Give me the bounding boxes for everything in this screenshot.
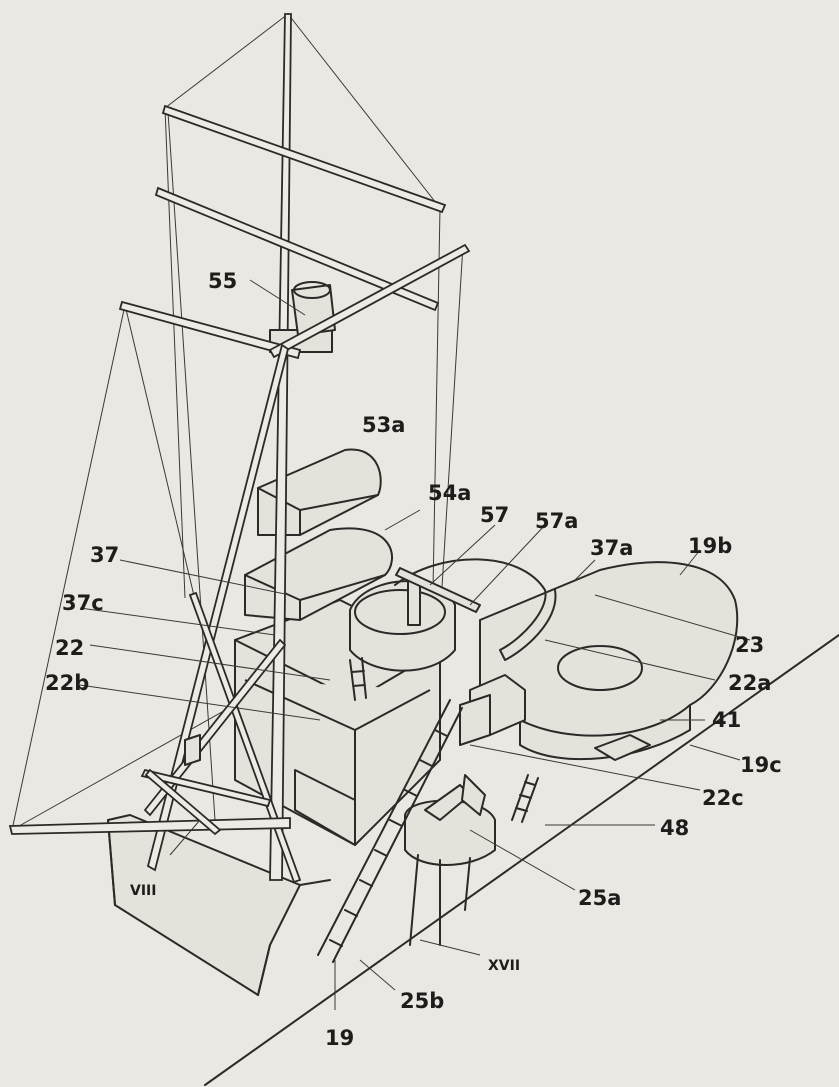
cabin-box-2 <box>459 694 491 746</box>
label-23: 23 <box>735 633 764 657</box>
label-54a: 54a <box>428 481 471 505</box>
ladder-25b <box>317 699 463 963</box>
leader-lines <box>79 279 751 1010</box>
label-19b: 19b <box>688 534 732 558</box>
label-22b: 22b <box>45 671 89 695</box>
label-37c: 37c <box>62 591 104 615</box>
label-22: 22 <box>55 636 84 660</box>
label-48: 48 <box>660 816 689 840</box>
label-VIII: VIII <box>130 883 156 899</box>
ladder-small <box>511 774 539 823</box>
base-block <box>107 814 331 996</box>
label-53a: 53a <box>362 413 405 437</box>
gun-platform <box>404 774 496 946</box>
label-25a: 25a <box>578 886 621 910</box>
outrigger-boom <box>8 768 291 836</box>
label-19c: 19c <box>740 753 782 777</box>
label-25b: 25b <box>400 989 444 1013</box>
label-57a: 57a <box>535 509 578 533</box>
ladder-upper <box>349 657 367 701</box>
platform-53a <box>257 448 382 536</box>
compass-platform <box>349 558 557 672</box>
label-37: 37 <box>90 543 119 567</box>
tripod-legs <box>143 343 302 884</box>
yards <box>118 104 471 360</box>
small-boxes <box>184 734 201 766</box>
label-XVII: XVII <box>488 958 520 974</box>
label-41: 41 <box>712 708 741 732</box>
label-22a: 22a <box>728 671 771 695</box>
wing-deck <box>479 561 739 761</box>
label-55: 55 <box>208 269 237 293</box>
label-19: 19 <box>325 1026 354 1050</box>
label-22c: 22c <box>702 786 744 810</box>
label-57: 57 <box>480 503 509 527</box>
label-37a: 37a <box>590 536 633 560</box>
